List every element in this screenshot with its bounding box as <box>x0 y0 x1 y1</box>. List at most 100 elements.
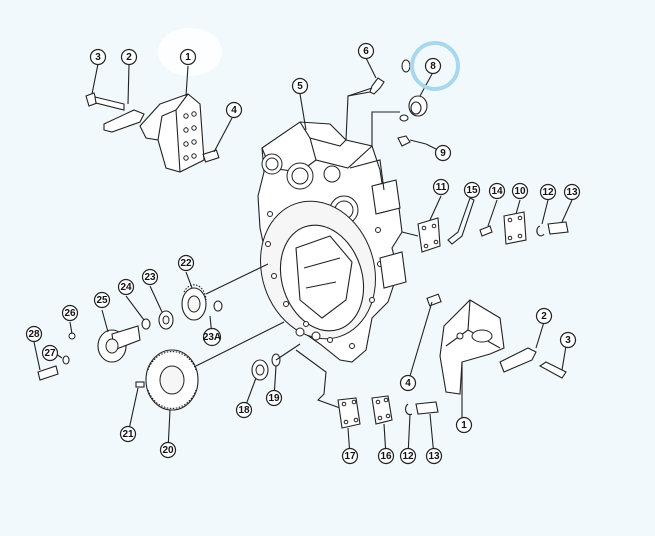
callout-number: 22 <box>180 258 192 269</box>
callout-number: 14 <box>491 186 503 197</box>
callout-number: 11 <box>436 182 447 193</box>
callout-number: 16 <box>380 451 392 462</box>
callout-c13b: 13 <box>425 447 443 465</box>
callout-circle <box>357 42 375 60</box>
callout-number: 2 <box>126 52 132 63</box>
callout-circle <box>434 144 452 162</box>
callout-c15: 15 <box>463 181 481 199</box>
callout-c2a: 2 <box>120 48 138 66</box>
highlight-ring <box>410 41 460 91</box>
callout-c4a: 4 <box>225 101 243 119</box>
gear-20 <box>145 349 199 411</box>
callout-number: 18 <box>238 405 250 416</box>
callout-circle <box>265 389 283 407</box>
callout-number: 21 <box>122 429 134 440</box>
callout-circle <box>41 344 59 362</box>
callout-circle <box>119 425 137 443</box>
callout-circle <box>377 447 395 465</box>
gear-22 <box>181 284 207 321</box>
callout-c12a: 12 <box>539 183 557 201</box>
callout-circle <box>559 331 577 349</box>
callout-c1a: 1 <box>179 48 197 66</box>
callout-c28: 28 <box>25 325 43 343</box>
callout-circle <box>424 57 442 75</box>
callout-number: 2 <box>541 311 547 322</box>
callout-circle <box>25 325 43 343</box>
ring-24 <box>141 318 151 330</box>
callout-c22: 22 <box>177 254 195 272</box>
callout-number: 19 <box>268 393 280 404</box>
callout-circle <box>291 77 309 95</box>
callout-c27: 27 <box>41 344 59 362</box>
callout-number: 5 <box>297 81 303 92</box>
callout-number: 23 <box>144 272 156 283</box>
callout-c1b: 1 <box>455 416 473 434</box>
callout-c20: 20 <box>159 441 177 459</box>
dipstick-15 <box>447 197 475 245</box>
callout-c13a: 13 <box>563 183 581 201</box>
callout-circle <box>117 278 135 296</box>
bolt-28 <box>37 365 59 381</box>
callout-circle <box>93 291 111 309</box>
callout-circle <box>535 307 553 325</box>
callout-number: 10 <box>514 186 526 197</box>
callout-circle <box>89 48 107 66</box>
washer-12-top <box>536 225 545 237</box>
shaft-25 <box>97 325 141 363</box>
engine-mount-bracket-top <box>139 93 205 173</box>
callout-number: 17 <box>344 451 356 462</box>
cover-16 <box>371 395 393 425</box>
callout-circle <box>455 416 473 434</box>
bolt-6 <box>347 77 385 97</box>
leader-lines <box>33 57 573 457</box>
strap-2-bottom <box>499 347 537 373</box>
engine-mount-bracket-bottom <box>439 299 505 395</box>
callout-c5: 5 <box>291 77 309 95</box>
flywheel-housing <box>257 121 407 363</box>
callout-number: 3 <box>95 52 101 63</box>
cover-11 <box>417 217 441 253</box>
callout-number: 20 <box>162 445 174 456</box>
callout-circle <box>511 182 529 200</box>
rim-holes <box>265 211 383 349</box>
cover-10 <box>503 211 527 245</box>
callout-c10: 10 <box>511 182 529 200</box>
callout-number: 4 <box>231 105 237 116</box>
callout-circle <box>539 183 557 201</box>
callout-number: 12 <box>542 187 554 198</box>
callout-circle <box>432 178 450 196</box>
callout-circle <box>177 254 195 272</box>
oring-top <box>401 59 411 73</box>
callout-number: 3 <box>565 335 571 346</box>
callout-circle <box>61 304 79 322</box>
bolt-13-bottom <box>415 401 439 415</box>
callout-number: 13 <box>566 187 578 198</box>
callout-number: 28 <box>28 329 40 340</box>
callout-c21: 21 <box>119 425 137 443</box>
callout-number: 24 <box>120 282 132 293</box>
bolt-13-top <box>547 221 569 235</box>
bolt-3-top <box>85 92 125 111</box>
callout-c24: 24 <box>117 278 135 296</box>
callout-circle <box>202 327 222 347</box>
callout-circle <box>235 401 253 419</box>
callout-c23: 23 <box>141 268 159 286</box>
callout-c17: 17 <box>341 447 359 465</box>
key-21 <box>135 381 145 388</box>
callout-c4b: 4 <box>399 374 417 392</box>
callout-number: 8 <box>430 61 436 72</box>
bolt-3-bottom <box>538 361 567 379</box>
callout-c6: 6 <box>357 42 375 60</box>
callout-circle <box>141 268 159 286</box>
callout-c26: 26 <box>61 304 79 322</box>
callout-circle <box>488 182 506 200</box>
callout-c9: 9 <box>434 144 452 162</box>
washer-27 <box>62 355 70 365</box>
callout-number: 1 <box>461 420 467 431</box>
strap-2-top <box>103 109 145 133</box>
cover-17 <box>337 397 361 429</box>
oring-8 <box>399 114 409 122</box>
